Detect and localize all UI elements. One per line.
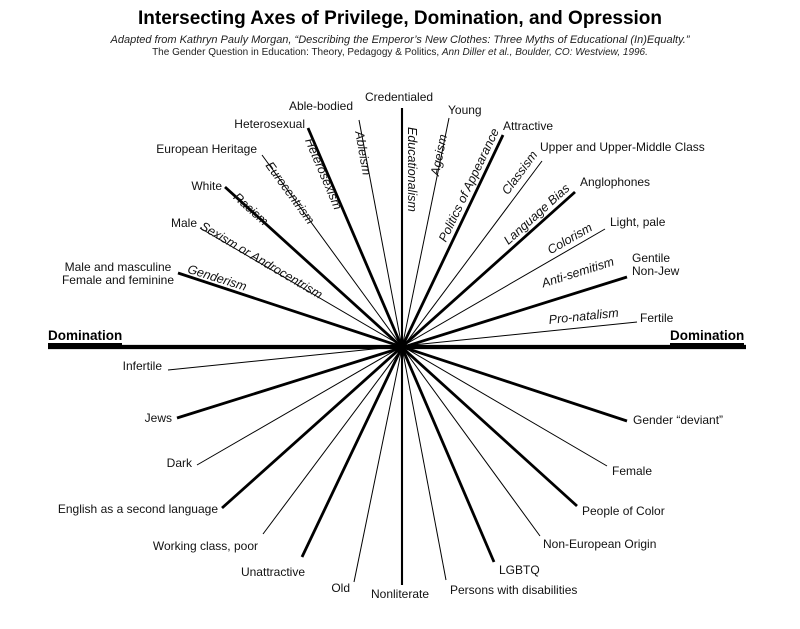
oppression-label-sexism: Female [612,464,653,478]
privilege-label-eurocentrism: European Heritage [156,142,257,156]
axis-line-anti-semitism [176,275,628,420]
privilege-label-classism: Upper and Upper-Middle Class [540,140,705,154]
page-title: Intersecting Axes of Privilege, Dominati… [137,8,663,29]
privilege-label-ableism: Able-bodied [288,99,353,113]
axis-name-educationalism: Educationalism [405,127,419,212]
attribution-line-2-plain: The Gender Question in Education: Theory… [152,47,442,58]
privilege-label-colorism: Light, pale [610,215,666,229]
privilege-label-ageism: Young [448,103,482,117]
privilege-label-sexism: Male [170,216,197,230]
oppression-label-language-bias: English as a second language [57,502,218,516]
domination-label-left: Domination [48,328,123,345]
oppression-label-anti-semitism: Jews [144,411,172,425]
oppression-label-politics-of-appearance: Unattractive [240,565,305,579]
oppression-label-racism: People of Color [582,504,665,518]
privilege-label-politics-of-appearance: Attractive [503,119,554,133]
attribution-line-1: Adapted from Kathryn Pauly Morgan, “Desc… [110,34,690,46]
privilege-label-heterosexism: Heterosexual [234,117,305,131]
header: Intersecting Axes of Privilege, Dominati… [0,0,800,58]
oppression-label-heterosexism: LGBTQ [499,563,540,577]
oppression-label-eurocentrism: Non-European Origin [543,537,657,551]
privilege-label-racism: White [191,179,222,193]
oppression-label-colorism: Dark [166,456,192,470]
attribution-line-2-italic: Ann Diller et al., Boulder, CO: Westview… [441,47,648,58]
oppression-label-pro-natalism: Infertile [122,359,162,373]
domination-label-right: Domination [670,328,745,345]
oppression-label-ableism: Persons with disabilities [450,583,578,597]
oppression-label-genderism: Gender “deviant” [633,413,724,427]
oppression-label-ageism: Old [331,581,350,595]
privilege-label-educationalism: Credentialed [365,90,434,104]
privilege-label-genderism: Male and masculine Female and feminine [61,260,175,287]
oppression-label-educationalism: Nonliterate [371,587,430,601]
axis-line-pro-natalism [167,321,638,371]
attribution-line-2: The Gender Question in Education: Theory… [0,47,800,58]
privilege-label-anti-semitism: Gentile Non-Jew [632,251,680,278]
privilege-label-pro-natalism: Fertile [640,311,674,325]
oppression-label-classism: Working class, poor [152,539,258,553]
privilege-label-language-bias: Anglophones [580,175,651,189]
